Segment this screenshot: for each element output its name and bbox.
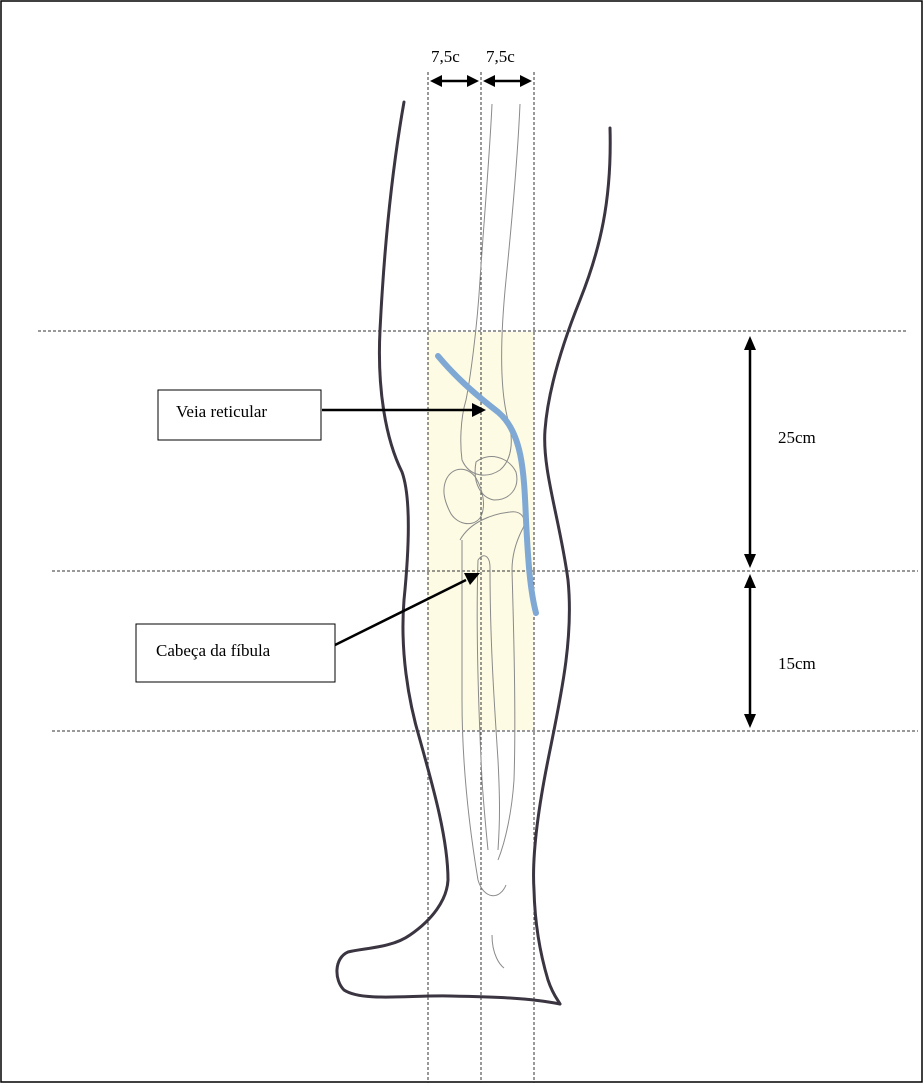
height-arrow-upper bbox=[744, 336, 756, 568]
width-label-left: 7,5c bbox=[431, 47, 460, 66]
vein-label: Veia reticular bbox=[176, 402, 267, 421]
width-label-right: 7,5c bbox=[486, 47, 515, 66]
width-arrow-left bbox=[430, 75, 479, 87]
fibula-label: Cabeça da fíbula bbox=[156, 641, 271, 660]
height-label-lower: 15cm bbox=[778, 654, 816, 673]
height-arrow-lower bbox=[744, 574, 756, 728]
height-label-upper: 25cm bbox=[778, 428, 816, 447]
leg-outline-right bbox=[534, 128, 611, 1004]
ankle-bones bbox=[478, 880, 506, 968]
width-arrow-right bbox=[483, 75, 532, 87]
measurement-zone bbox=[428, 332, 534, 730]
